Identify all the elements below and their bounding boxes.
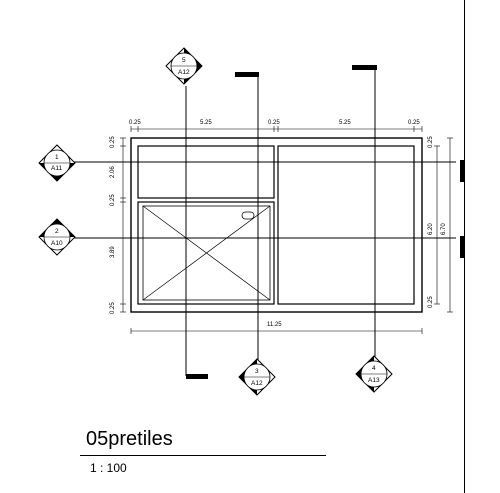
marker-4-number: 4 — [372, 365, 376, 372]
section-marker-5[interactable]: 5 A12 — [165, 47, 203, 85]
marker-3-sheet: A12 — [251, 380, 263, 387]
drawing-scale: 1 : 100 — [90, 461, 127, 475]
dim-top-5: 0.25 — [408, 120, 420, 126]
marker-1-sheet: A11 — [51, 165, 62, 172]
dim-right-top: 0.25 — [428, 136, 434, 148]
section-end-bar — [460, 160, 465, 182]
room-top-left — [137, 145, 275, 199]
opening-cross-2 — [142, 205, 271, 301]
dim-left-3: 0.25 — [110, 194, 116, 206]
dim-left-1: 0.25 — [110, 136, 116, 148]
section-end-bar — [186, 374, 208, 379]
sheet-frame-line — [464, 0, 465, 493]
section-end-bar — [352, 65, 377, 70]
dim-top-1: 0.25 — [129, 120, 141, 126]
dim-right-inner: 6.20 — [428, 223, 434, 235]
marker-5-sheet: A12 — [178, 69, 190, 76]
section-marker-1[interactable]: 1 A11 — [38, 144, 76, 182]
dim-top-2: 5.25 — [200, 120, 212, 126]
section-end-bar — [235, 72, 259, 77]
dim-top-4: 5.25 — [339, 120, 351, 126]
marker-2-sheet: A10 — [51, 240, 63, 247]
dim-bottom: 11.25 — [267, 322, 282, 328]
room-bottom-left-inner — [142, 205, 271, 301]
section-marker-4[interactable]: 4 A13 — [355, 355, 393, 393]
section-marker-3[interactable]: 3 A12 — [238, 358, 276, 396]
outer-wall — [130, 137, 423, 313]
dim-top-3: 0.25 — [268, 120, 280, 126]
section-marker-2[interactable]: 2 A10 — [38, 218, 76, 256]
dim-left-4: 3.89 — [110, 246, 116, 258]
section-end-bar — [460, 236, 465, 258]
title-underline — [80, 455, 326, 456]
drawing-title: 05pretiles — [86, 428, 173, 450]
room-bottom-left — [137, 201, 275, 305]
room-right — [277, 145, 415, 305]
dim-right-outer: 6.70 — [441, 223, 447, 235]
marker-2-number: 2 — [55, 228, 59, 235]
marker-5-number: 5 — [182, 57, 186, 64]
marker-4-sheet: A13 — [368, 377, 380, 384]
marker-3-number: 3 — [255, 368, 259, 375]
dim-right-bottom: 0.25 — [428, 296, 434, 308]
drain-symbol — [241, 211, 255, 220]
dim-left-2: 2.06 — [110, 166, 116, 178]
dim-left-5: 0.25 — [110, 302, 116, 314]
marker-1-number: 1 — [55, 154, 59, 161]
